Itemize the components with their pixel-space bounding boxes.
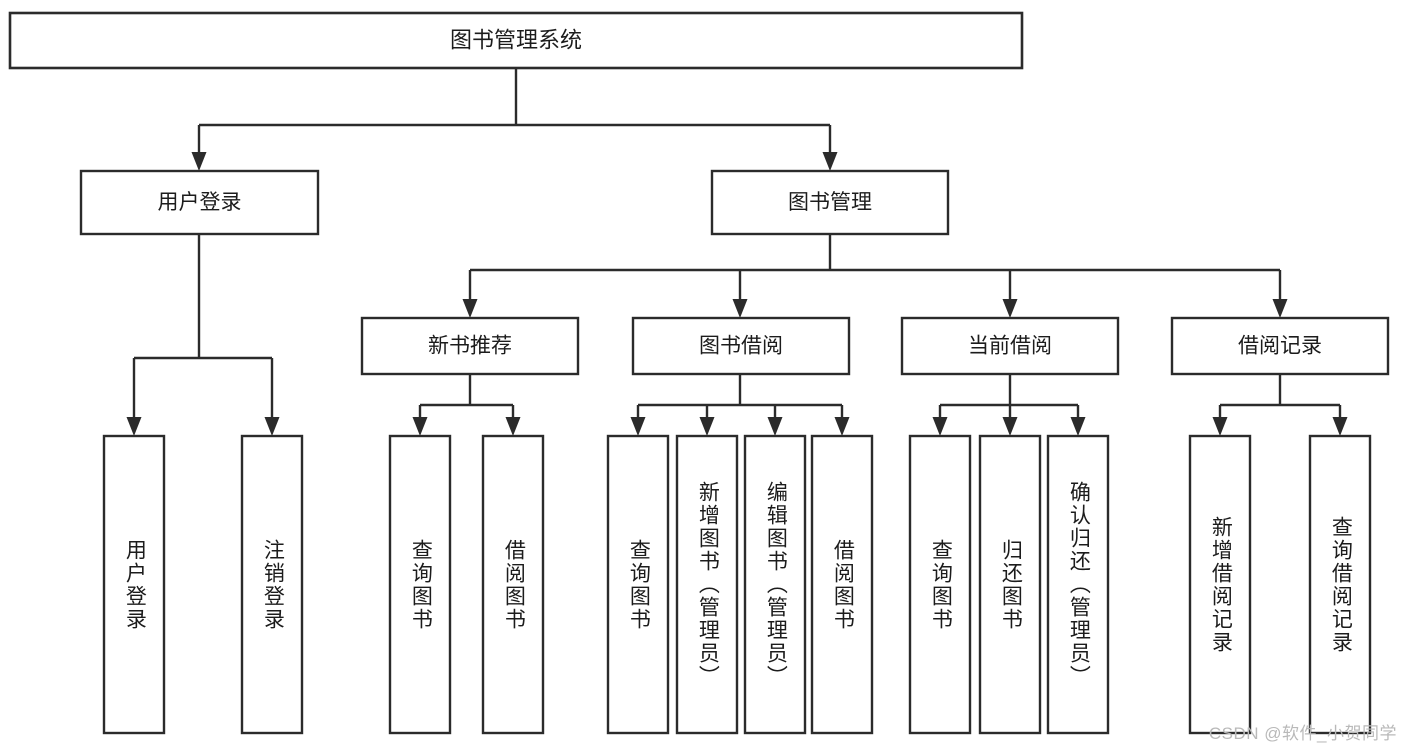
node-label-level2-1: 图书借阅 [699, 335, 783, 358]
arrow-leaf-1-2 [767, 417, 783, 436]
arrow-leaf-3-0 [1212, 417, 1228, 436]
node-label-level2-0: 新书推荐 [428, 335, 512, 358]
node-box-leaf-9[interactable] [978, 434, 1042, 735]
node-box-level2-2[interactable] [900, 316, 1120, 376]
node-label-level2-2: 当前借阅 [968, 335, 1052, 358]
arrow-leaf-2-0 [932, 417, 948, 436]
node-box-leaf-0[interactable] [102, 434, 166, 735]
node-label-level1-1: 图书管理 [788, 191, 872, 214]
box-layer [8, 11, 1390, 735]
arrow-level1-1 [822, 152, 838, 171]
node-box-root[interactable] [8, 11, 1024, 70]
node-box-level2-1[interactable] [631, 316, 851, 376]
arrow-leaf-2-1 [1002, 417, 1018, 436]
node-box-leaf-4[interactable] [606, 434, 670, 735]
node-label-root: 图书管理系统 [450, 27, 582, 52]
node-box-leaf-10[interactable] [1046, 434, 1110, 735]
node-box-level1-1[interactable] [710, 169, 950, 236]
connector-layer [126, 68, 1348, 436]
arrow-leaf-2-2 [1070, 417, 1086, 436]
node-box-leaf-6[interactable] [743, 434, 807, 735]
node-box-leaf-12[interactable] [1308, 434, 1372, 735]
node-box-level1-0[interactable] [79, 169, 320, 236]
node-label-level2-3: 借阅记录 [1238, 335, 1322, 358]
node-box-leaf-5[interactable] [675, 434, 739, 735]
node-box-leaf-8[interactable] [908, 434, 972, 735]
arrow-leaf-1-0 [630, 417, 646, 436]
node-label-level1-0: 用户登录 [158, 191, 242, 214]
node-box-leaf-11[interactable] [1188, 434, 1252, 735]
node-box-leaf-7[interactable] [810, 434, 874, 735]
arrow-leaf-1-1 [699, 417, 715, 436]
arrow-level2-3 [1272, 299, 1288, 318]
node-box-leaf-2[interactable] [388, 434, 452, 735]
arrow-level1-0 [191, 152, 207, 171]
arrow-level2-0 [462, 299, 478, 318]
node-box-level2-3[interactable] [1170, 316, 1390, 376]
arrow-userlogin-leaf-0 [126, 417, 142, 436]
arrow-userlogin-leaf-1 [264, 417, 280, 436]
node-box-level2-0[interactable] [360, 316, 580, 376]
arrow-leaf-0-0 [412, 417, 428, 436]
watermark: CSDN @软件_小贺同学 [1208, 724, 1397, 743]
node-box-leaf-3[interactable] [481, 434, 545, 735]
arrow-level2-2 [1002, 299, 1018, 318]
node-box-leaf-1[interactable] [240, 434, 304, 735]
arrow-leaf-1-3 [834, 417, 850, 436]
arrow-leaf-3-1 [1332, 417, 1348, 436]
arrow-leaf-0-1 [505, 417, 521, 436]
arrow-level2-1 [732, 299, 748, 318]
